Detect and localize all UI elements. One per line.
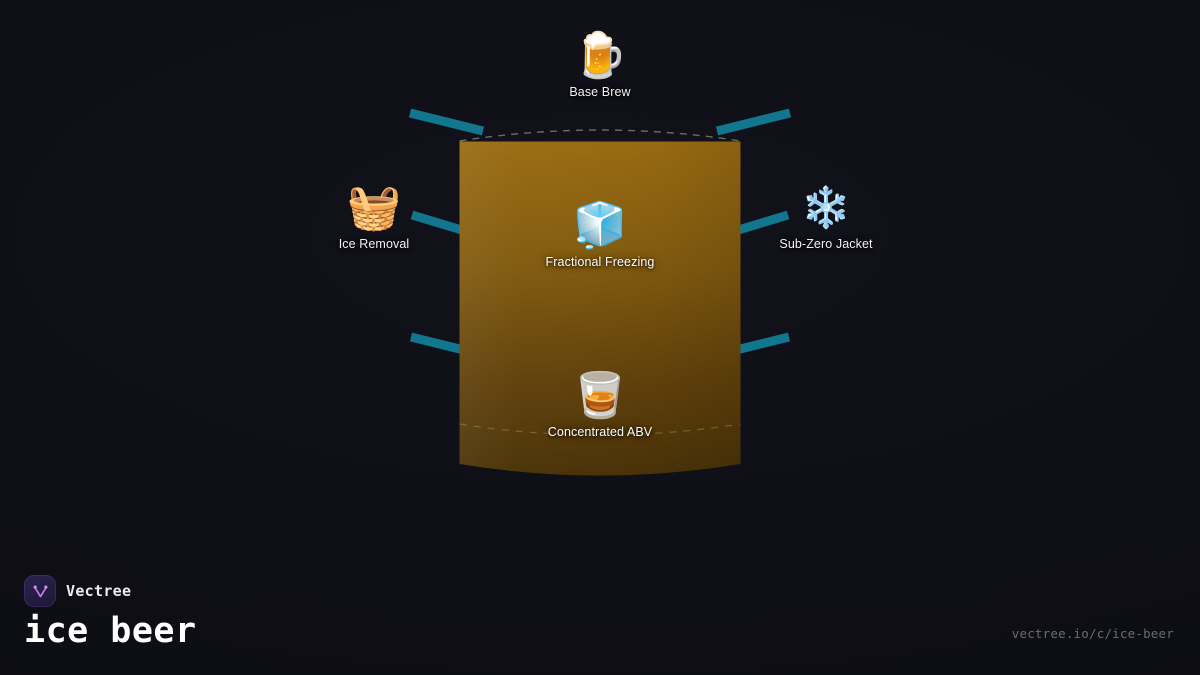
node-label-concentrated-abv: Concentrated ABV <box>547 425 653 439</box>
glass-inner-arc <box>459 423 741 436</box>
footer: Vectree ice beer vectree.io/c/ice-beer <box>0 555 1200 675</box>
page-title: ice beer <box>24 611 197 651</box>
node-label-sub-zero-jacket: Sub-Zero Jacket <box>779 237 873 251</box>
node-concentrated-abv[interactable]: 🥃 Concentrated ABV <box>505 370 695 439</box>
basket-icon: 🧺 <box>346 182 402 233</box>
brand-block: Vectree ice beer <box>24 575 197 653</box>
node-label-base-brew: Base Brew <box>569 85 631 99</box>
tumbler-glass-icon: 🥃 <box>572 370 628 421</box>
node-label-fractional-freezing: Fractional Freezing <box>545 255 655 269</box>
node-base-brew[interactable]: 🍺 Base Brew <box>505 30 695 99</box>
beer-mug-icon: 🍺 <box>572 30 628 81</box>
node-sub-zero-jacket[interactable]: ❄️ Sub-Zero Jacket <box>731 182 921 251</box>
node-label-ice-removal: Ice Removal <box>338 237 410 251</box>
snowflake-icon: ❄️ <box>801 185 851 231</box>
site-url: vectree.io/c/ice-beer <box>1011 626 1174 641</box>
node-ice-removal[interactable]: 🧺 Ice Removal <box>279 182 469 251</box>
brand-row: Vectree <box>24 575 197 607</box>
glass-fill-shape <box>459 129 741 476</box>
connector-edges <box>408 108 792 360</box>
glass-fill-sheen <box>459 141 741 476</box>
edge-sub-zero-top <box>715 108 792 136</box>
ice-cube-icon: 🧊 <box>572 200 628 251</box>
brand-name: Vectree <box>66 582 132 600</box>
vectree-logo-icon <box>24 575 56 607</box>
glass-rim-arc-top <box>459 129 741 142</box>
node-fractional-freezing[interactable]: 🧊 Fractional Freezing <box>505 200 695 269</box>
edge-base-brew <box>408 108 485 136</box>
